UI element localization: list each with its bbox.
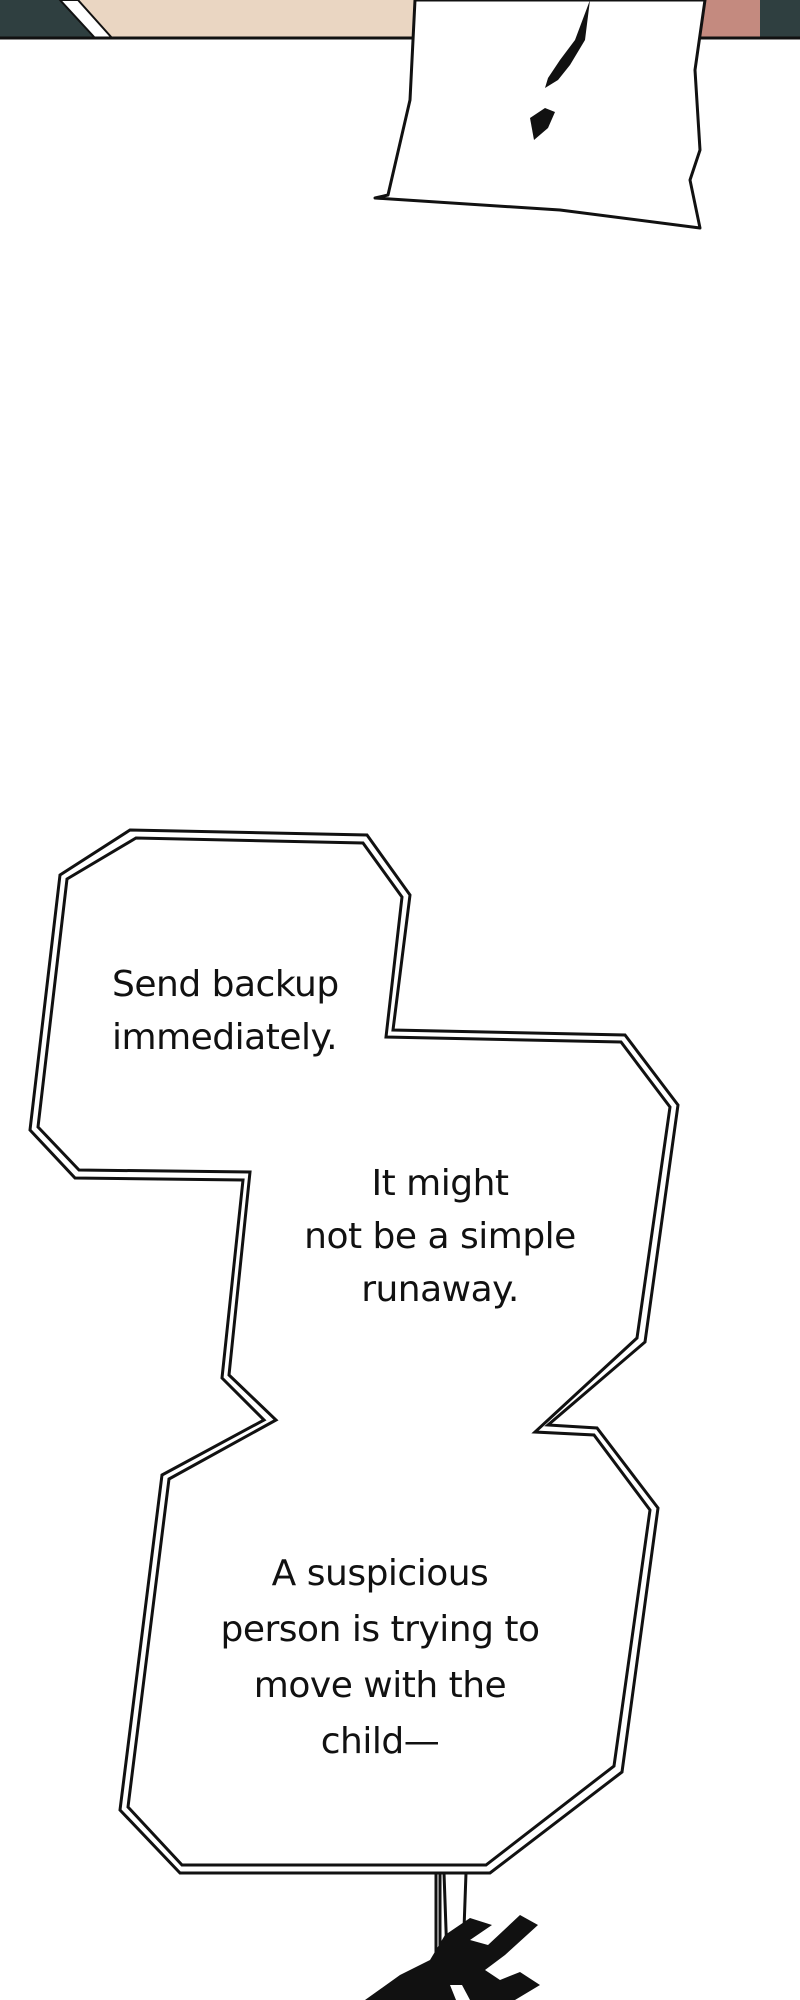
ink-splash [365, 1915, 540, 2000]
speech-text-suspicious-person: A suspicious person is trying to move wi… [220, 1553, 540, 1762]
speech-text-send-backup: Send backup immediately. [112, 964, 339, 1058]
speech-bubble-outline [28, 828, 680, 1987]
paper-note [373, 0, 707, 230]
speech-text-not-simple-runaway: It might not be a simple runaway. [304, 1163, 576, 1310]
